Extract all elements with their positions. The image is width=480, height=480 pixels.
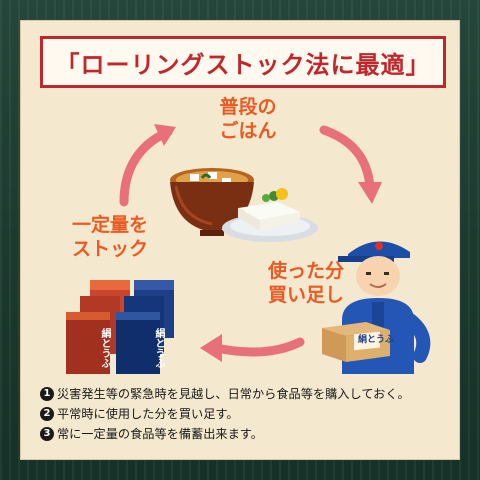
arrow-top-left-icon bbox=[119, 124, 176, 207]
tofu-plate-icon bbox=[222, 188, 318, 242]
package-text-right: 絹とうふ bbox=[153, 328, 164, 368]
note-item-2: 2 平常時に使用した分を買い足す。 bbox=[40, 404, 450, 424]
arrow-top-right-icon bbox=[319, 125, 382, 204]
notes-list: 1 災害発生等の緊急時を見越し、日常から食品等を購入しておく。 2 平常時に使用… bbox=[40, 384, 450, 444]
tofu-package-icon bbox=[66, 280, 174, 374]
page-title: 「ローリングストック法に最適」 bbox=[55, 50, 431, 79]
box-label-text: 絹とうふ bbox=[358, 335, 395, 345]
note-text: 常に一定量の食品等を備蓄出来ます。 bbox=[57, 427, 263, 441]
note-item-1: 1 災害発生等の緊急時を見越し、日常から食品等を購入しておく。 bbox=[40, 384, 450, 404]
stock-fixed-text: 一定量を ストック bbox=[71, 214, 148, 260]
content-card bbox=[20, 20, 460, 460]
arrow-bottom-icon bbox=[200, 334, 305, 362]
note-item-3: 3 常に一定量の食品等を備蓄出来ます。 bbox=[40, 424, 450, 444]
note-text: 災害発生等の緊急時を見越し、日常から食品等を購入しておく。 bbox=[57, 387, 410, 401]
title-banner: 「ローリングストック法に最適」 bbox=[40, 36, 446, 88]
label-buy-replenish: 使った分 買い足し bbox=[258, 260, 354, 308]
buy-replenish-text: 使った分 買い足し bbox=[267, 260, 344, 306]
package-text-left: 絹とうふ bbox=[99, 328, 110, 368]
note-text: 平常時に使用した分を買い足す。 bbox=[57, 407, 239, 421]
everyday-meal-text: 普段の ごはん bbox=[219, 96, 277, 142]
cardboard-box-icon bbox=[322, 322, 390, 362]
label-stock-fixed: 一定量を ストック bbox=[62, 214, 158, 262]
note-number: 2 bbox=[40, 407, 54, 421]
label-everyday-meal: 普段の ごはん bbox=[208, 96, 288, 144]
note-number: 3 bbox=[40, 427, 54, 441]
note-number: 1 bbox=[40, 387, 54, 401]
